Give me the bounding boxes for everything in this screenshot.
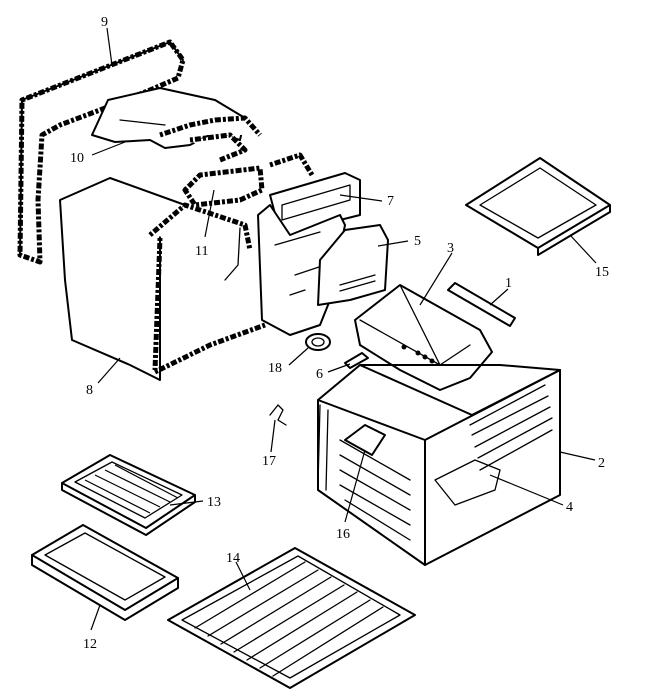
callout-10: 10: [70, 151, 84, 166]
part-18-ignitor: [305, 333, 331, 351]
part-9-rear-insulation: [17, 39, 186, 265]
leader-lines: [90, 27, 597, 631]
callout-17: 17: [262, 454, 276, 469]
callout-7: 7: [387, 194, 394, 209]
part-12-broiler-pan: [31, 524, 179, 621]
callout-18: 18: [268, 361, 282, 376]
part-14-oven-rack: [167, 547, 416, 689]
callout-15: 15: [595, 265, 609, 280]
callout-16: 16: [336, 527, 350, 542]
callouts: 1 2 3 4 5 6 7 8 9 10 11 12 13 14 15 16 1…: [70, 15, 609, 652]
part-13-broiler-insert: [61, 454, 196, 536]
callout-13: 13: [207, 495, 221, 510]
part-3-burner-box: [354, 284, 493, 391]
callout-11: 11: [195, 244, 208, 259]
callout-1: 1: [505, 276, 512, 291]
callout-3: 3: [447, 241, 454, 256]
part-17-clip: [269, 404, 287, 426]
callout-2: 2: [598, 456, 605, 471]
callout-5: 5: [414, 234, 421, 249]
part-1-rod: [447, 282, 516, 327]
callout-8: 8: [86, 383, 93, 398]
callout-4: 4: [566, 500, 573, 515]
part-11-insulation-piece: [182, 132, 315, 208]
callout-9: 9: [101, 15, 108, 30]
part-7-vent-duct: [269, 172, 361, 241]
part-5-heat-deflector: [317, 224, 389, 306]
callout-12: 12: [83, 637, 97, 652]
part-2-oven-liner: [317, 364, 561, 566]
part-6-bracket: [344, 352, 369, 369]
callout-6: 6: [316, 367, 323, 382]
part-8-insulation-wrap: [59, 177, 266, 381]
part-15-window-frame: [465, 157, 611, 256]
callout-14: 14: [226, 551, 240, 566]
